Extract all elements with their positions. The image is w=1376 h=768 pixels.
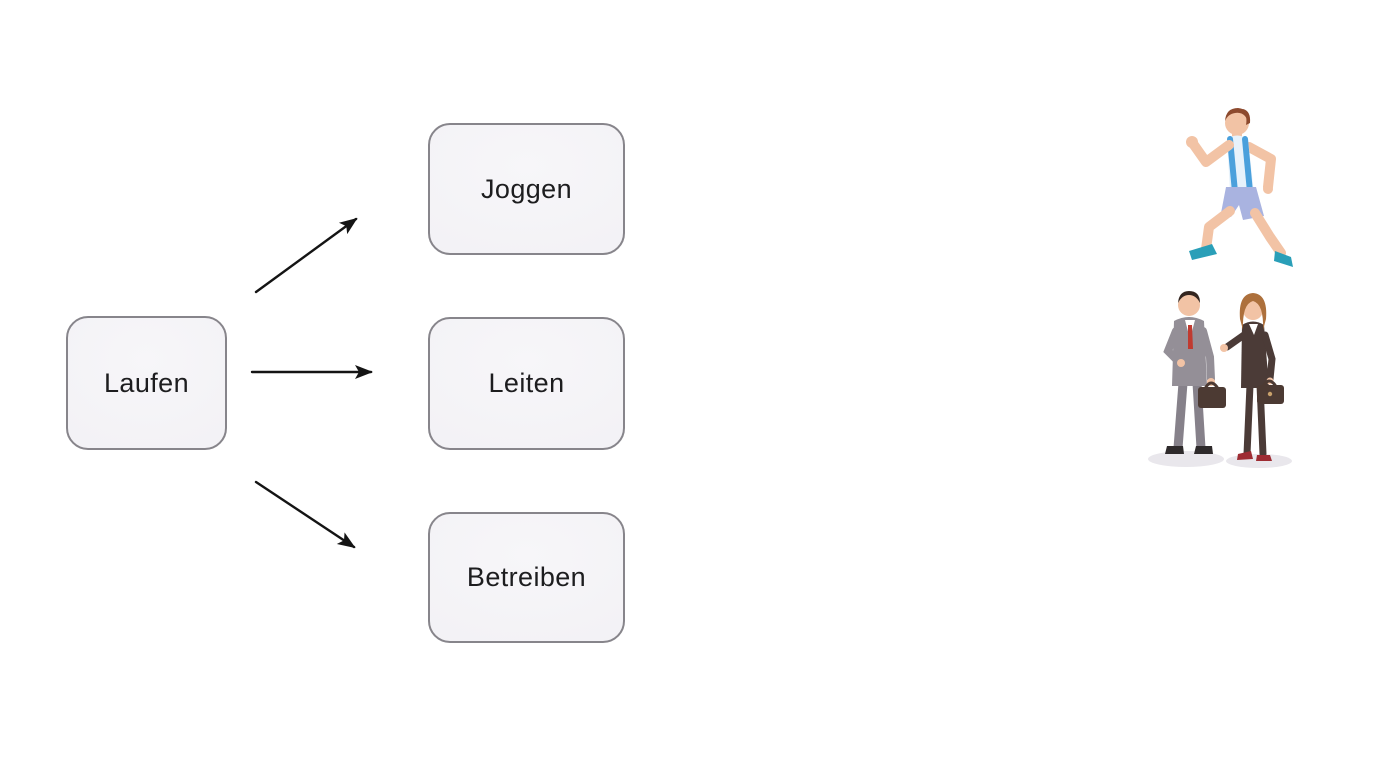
- business-handshake-illustration: [1148, 291, 1292, 468]
- node-joggen[interactable]: Joggen: [428, 123, 625, 255]
- arrow-laufen-betreiben: [254, 480, 356, 549]
- businessman-figure: [1163, 291, 1226, 454]
- node-betreiben-label: Betreiben: [466, 562, 587, 592]
- runner-illustration: [1186, 108, 1293, 267]
- node-laufen[interactable]: Laufen: [66, 316, 227, 450]
- node-laufen-label: Laufen: [104, 367, 189, 398]
- node-leiten-label: Leiten: [488, 368, 565, 398]
- arrow-laufen-joggen: [254, 217, 358, 294]
- businesswoman-figure: [1220, 293, 1284, 461]
- node-leiten[interactable]: Leiten: [428, 317, 625, 450]
- node-joggen-label: Joggen: [481, 173, 572, 204]
- node-betreiben[interactable]: Betreiben: [428, 512, 625, 643]
